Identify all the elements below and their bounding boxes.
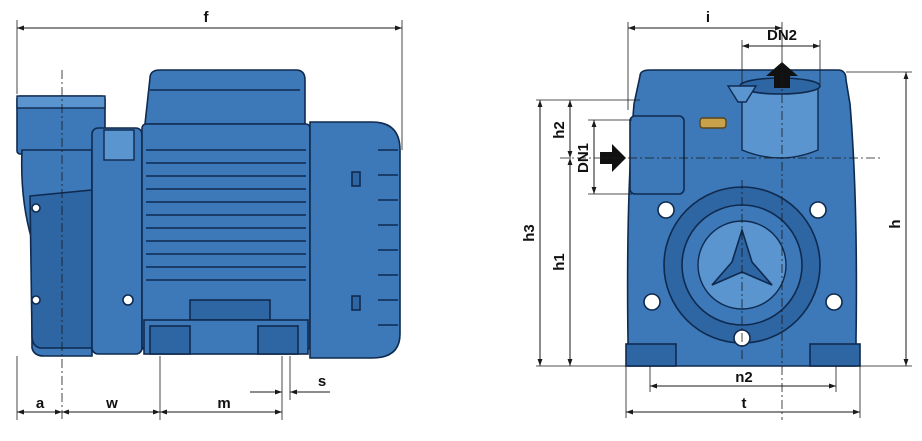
label-h2: h2 <box>551 121 568 139</box>
label-m: m <box>217 395 230 412</box>
front-foot-right <box>809 343 861 367</box>
label-f: f <box>204 9 210 26</box>
fan-cover-screw <box>351 171 361 187</box>
front-view-dimensions <box>536 22 912 420</box>
label-t: t <box>742 395 747 412</box>
front-foot-left <box>625 343 677 367</box>
label-i: i <box>706 9 710 26</box>
flange-bolt <box>643 293 661 311</box>
front-view-pump <box>600 62 861 367</box>
flange-bolt <box>809 201 827 219</box>
pump-bracket <box>91 127 143 355</box>
bolt <box>31 295 41 305</box>
foot-right <box>257 325 299 355</box>
bolt <box>31 203 41 213</box>
bracket-top <box>103 129 135 161</box>
fan-cover-screw <box>351 295 361 311</box>
label-a: a <box>36 395 45 412</box>
front-inlet <box>629 115 685 195</box>
volute-front <box>29 189 93 349</box>
fan-cover <box>309 121 401 359</box>
priming-funnel <box>726 85 758 103</box>
label-s: s <box>318 373 326 390</box>
dimension-labels: f a w m s i DN2 n2 t h h3 h2 h1 DN1 <box>36 9 904 412</box>
motor-cooling-ribs <box>146 149 306 281</box>
label-h1: h1 <box>551 253 568 271</box>
label-dn2: DN2 <box>767 27 797 44</box>
side-view-pump <box>16 69 401 359</box>
foot-left <box>149 325 191 355</box>
outlet-flow-arrow <box>766 62 798 88</box>
fan-cover-ribs <box>378 149 398 326</box>
label-w: w <box>105 395 118 412</box>
terminal-box <box>144 69 306 125</box>
drain-plug <box>699 117 727 129</box>
rating-plate <box>189 299 271 321</box>
flange-bolt <box>657 201 675 219</box>
label-n2: n2 <box>735 369 753 386</box>
label-h3: h3 <box>521 224 538 242</box>
label-h: h <box>887 219 904 228</box>
bolt <box>122 294 134 306</box>
label-dn1: DN1 <box>575 143 592 173</box>
flange-bolt <box>825 293 843 311</box>
suction-port-rim <box>16 95 106 109</box>
front-outlet <box>741 83 819 159</box>
side-view-dimensions <box>16 20 403 420</box>
